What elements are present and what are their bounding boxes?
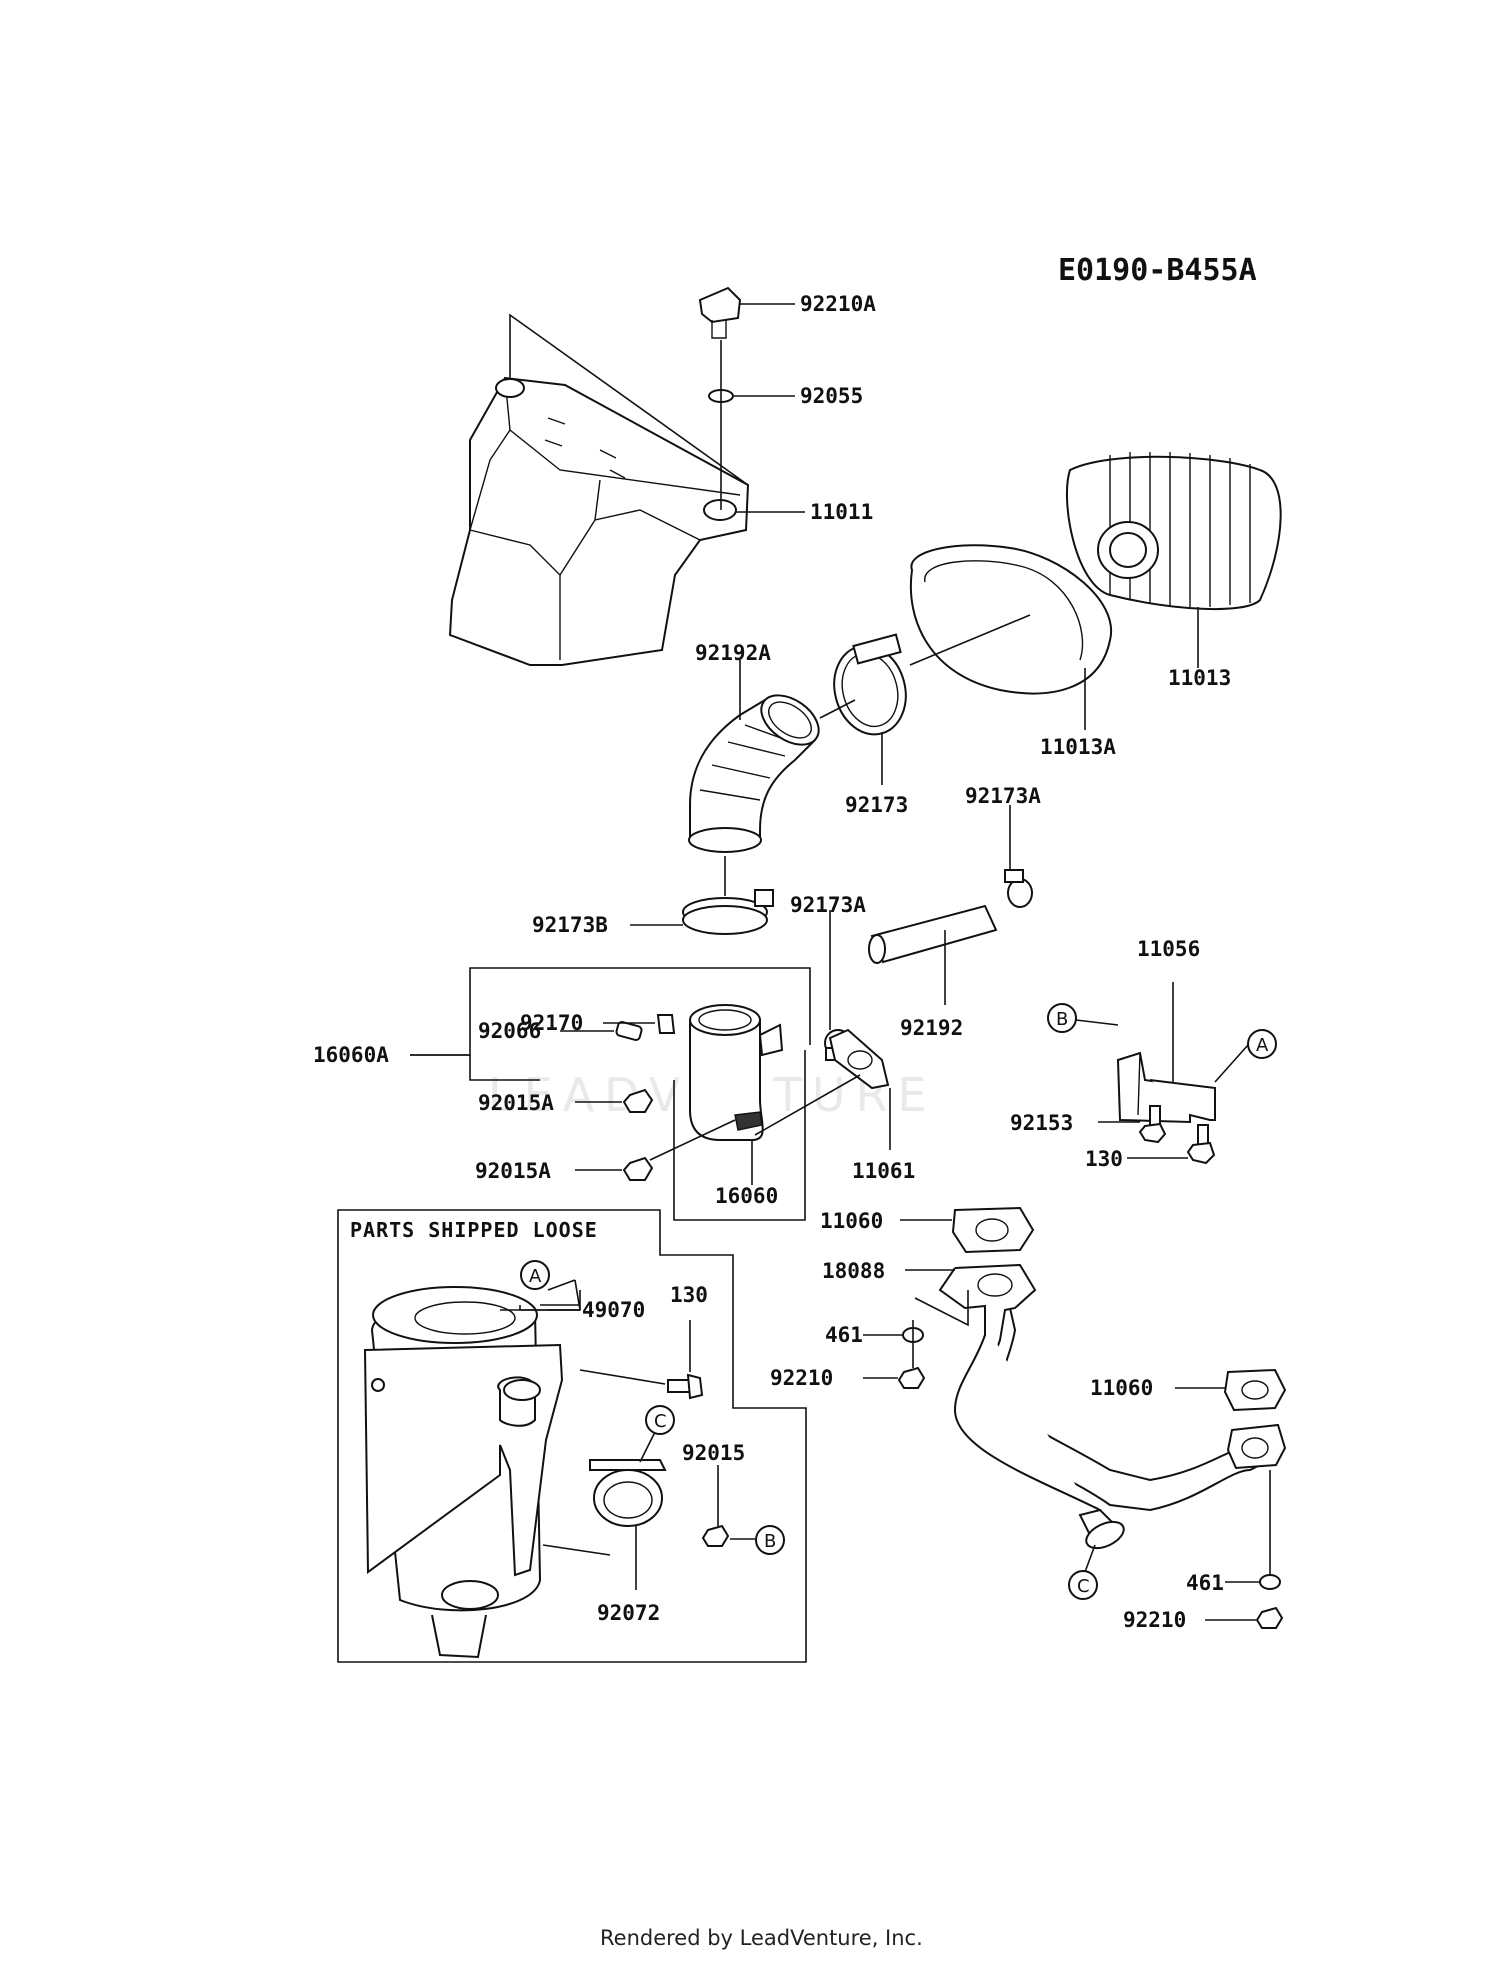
muffler-bracket-icon[interactable]: [1116, 1051, 1217, 1124]
label-130-right[interactable]: 130: [1085, 1147, 1123, 1171]
svg-text:B: B: [1056, 1009, 1068, 1030]
bolt-icon[interactable]: [667, 1373, 704, 1400]
diagram-code: E0190-B455A: [1058, 253, 1257, 288]
callout-c-icon[interactable]: C: [1068, 1570, 1098, 1600]
svg-text:C: C: [1077, 1576, 1090, 1597]
label-16060A[interactable]: 16060A: [313, 1043, 389, 1067]
exhaust-gasket-icon[interactable]: [1223, 1368, 1287, 1412]
breather-hose-icon[interactable]: [868, 904, 998, 964]
label-18088[interactable]: 18088: [822, 1259, 885, 1283]
small-clamp-icon[interactable]: [1004, 869, 1033, 908]
label-92173A-top[interactable]: 92173A: [965, 784, 1041, 808]
label-92210-left[interactable]: 92210: [770, 1366, 833, 1390]
callout-a-icon[interactable]: A: [1247, 1029, 1277, 1059]
label-92210A[interactable]: 92210A: [800, 292, 876, 316]
callout-a-icon[interactable]: A: [520, 1260, 550, 1290]
label-11061[interactable]: 11061: [852, 1159, 915, 1183]
label-11013[interactable]: 11013: [1168, 666, 1231, 690]
intake-adapter-icon[interactable]: [689, 1004, 784, 1141]
callout-b-icon[interactable]: B: [1047, 1003, 1077, 1033]
pin-icon[interactable]: [615, 1021, 643, 1041]
bolt-icon[interactable]: [1138, 1105, 1167, 1144]
hex-nut-icon[interactable]: [1255, 1606, 1284, 1629]
callout-c-icon[interactable]: C: [645, 1405, 675, 1435]
bolt-icon[interactable]: [1186, 1124, 1216, 1165]
lock-washer-icon[interactable]: [1259, 1574, 1281, 1590]
label-92072[interactable]: 92072: [597, 1601, 660, 1625]
label-92173B[interactable]: 92173B: [532, 913, 608, 937]
label-92015[interactable]: 92015: [682, 1441, 745, 1465]
hex-nut-icon[interactable]: [622, 1088, 654, 1113]
label-11060-right[interactable]: 11060: [1090, 1376, 1153, 1400]
air-cleaner-cover-icon[interactable]: [448, 376, 750, 666]
band-clamp-icon[interactable]: [682, 889, 774, 935]
label-92015A-2[interactable]: 92015A: [475, 1159, 551, 1183]
hex-nut-icon[interactable]: [897, 1366, 926, 1389]
label-92192A[interactable]: 92192A: [695, 641, 771, 665]
label-461-left[interactable]: 461: [825, 1323, 863, 1347]
label-92192[interactable]: 92192: [900, 1016, 963, 1040]
label-11060-top[interactable]: 11060: [820, 1209, 883, 1233]
muffler-icon[interactable]: [363, 1286, 564, 1659]
label-92173A-mid[interactable]: 92173A: [790, 893, 866, 917]
footer-credit: Rendered by LeadVenture, Inc.: [600, 1926, 923, 1950]
label-92173[interactable]: 92173: [845, 793, 908, 817]
label-11056[interactable]: 11056: [1137, 937, 1200, 961]
svg-text:A: A: [1256, 1035, 1269, 1056]
label-92055[interactable]: 92055: [800, 384, 863, 408]
wing-nut-icon[interactable]: [698, 286, 742, 339]
label-92170[interactable]: 92170: [520, 1011, 583, 1035]
parts-shipped-loose-title: PARTS SHIPPED LOOSE: [350, 1218, 598, 1242]
small-bolt-icon[interactable]: [656, 1014, 676, 1034]
label-49070[interactable]: 49070: [582, 1298, 645, 1322]
hose-clamp-icon[interactable]: [825, 633, 916, 743]
air-filter-element-icon[interactable]: [1066, 452, 1282, 611]
label-92153[interactable]: 92153: [1010, 1111, 1073, 1135]
gasket-icon[interactable]: [828, 1028, 890, 1090]
svg-text:B: B: [764, 1531, 776, 1552]
exhaust-gasket-icon[interactable]: [951, 1206, 1035, 1254]
label-16060[interactable]: 16060: [715, 1184, 778, 1208]
parts-shipped-loose-box: [337, 1209, 807, 1663]
exhaust-clamp-icon[interactable]: [589, 1459, 667, 1527]
callout-b-icon[interactable]: B: [755, 1525, 785, 1555]
label-92015A-1[interactable]: 92015A: [478, 1091, 554, 1115]
hex-nut-icon[interactable]: [701, 1524, 730, 1547]
label-11011[interactable]: 11011: [810, 500, 873, 524]
label-92066[interactable]: 92066: [478, 1019, 541, 1043]
label-11013A[interactable]: 11013A: [1040, 735, 1116, 759]
label-130-loose[interactable]: 130: [670, 1283, 708, 1307]
svg-text:A: A: [529, 1266, 542, 1287]
pre-cleaner-icon[interactable]: [909, 544, 1113, 695]
hex-nut-icon[interactable]: [622, 1156, 654, 1181]
label-461-right[interactable]: 461: [1186, 1571, 1224, 1595]
exhaust-pipe-icon[interactable]: [938, 1263, 1287, 1553]
svg-text:C: C: [654, 1411, 667, 1432]
intake-elbow-hose-icon[interactable]: [688, 685, 828, 853]
label-92210-right[interactable]: 92210: [1123, 1608, 1186, 1632]
